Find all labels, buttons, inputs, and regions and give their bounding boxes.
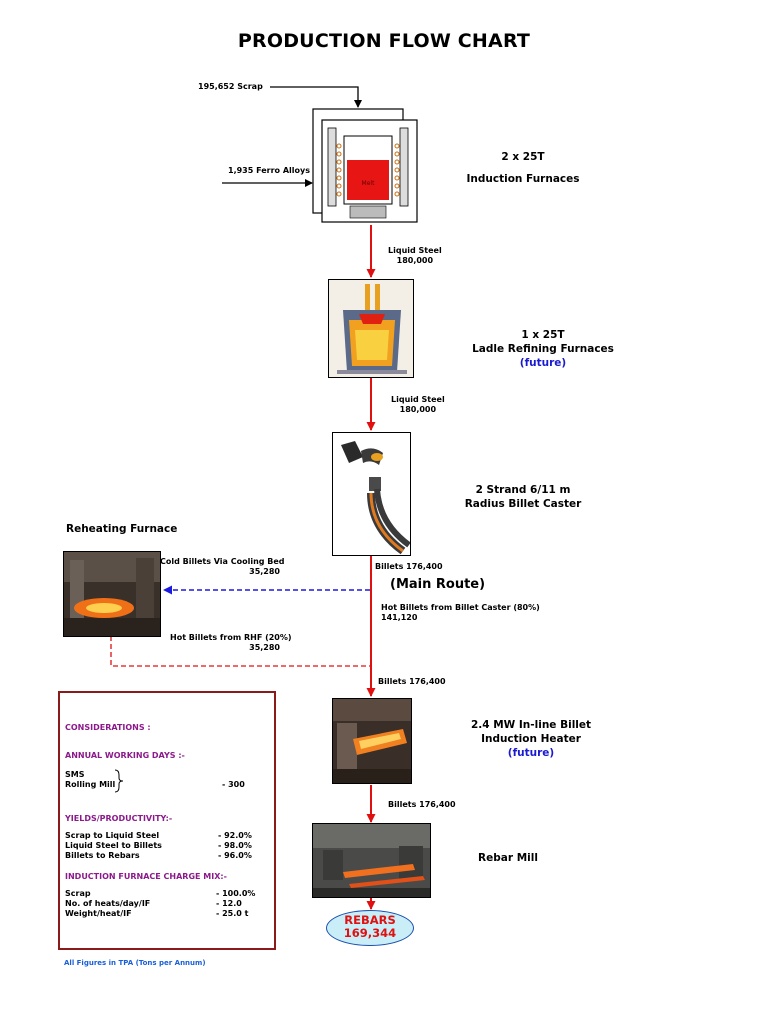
units-footnote: All Figures in TPA (Tons per Annum) [64,959,206,967]
yield-row-value: - 98.0% [218,841,252,850]
induction-furnaces-title: 2 x 25T Induction Furnaces [448,150,598,186]
rebars-output-value: 169,344 [343,926,397,940]
cold-billets-flow: Cold Billets Via Cooling Bed 35,280 [160,557,285,577]
induction-furnace-image: Melt [312,108,420,224]
charge-mix-row-label: No. of heats/day/IF [65,899,151,908]
hot-billets-rhf-flow: Hot Billets from RHF (20%) 35,280 [170,633,292,653]
charge-mix-row-value: - 25.0 t [216,909,249,918]
ladle-future-label: (future) [519,357,567,369]
rebars-output-label: REBARS [344,913,396,927]
cold-billets-value: 35,280 [249,567,280,576]
yield-row-label: Billets to Rebars [65,851,140,860]
induction-heater-title: 2.4 MW In-line Billet Induction Heater (… [446,718,616,760]
rebars-output: REBARS 169,344 [326,910,414,946]
yield-row-label: Liquid Steel to Billets [65,841,162,850]
billets-heater-in-label: Billets 176,400 [378,677,446,686]
billets-mill-in-label: Billets 176,400 [388,800,456,809]
working-days-item-rolling-mill: Rolling Mill [65,780,116,789]
yield-row-value: - 92.0% [218,831,252,840]
induction-furnaces-line1: 2 x 25T [501,151,545,163]
liquid-steel-flow-2: Liquid Steel 180,000 [391,395,445,415]
ladle-refining-title: 1 x 25T Ladle Refining Furnaces (future) [458,328,628,370]
ladle-line1: 1 x 25T [521,329,565,341]
scrap-input-label: 195,652 Scrap [198,82,263,91]
page-title: PRODUCTION FLOW CHART [237,30,531,52]
working-days-value: - 300 [222,780,245,789]
heater-future-label: (future) [507,747,555,759]
charge-mix-row-label: Scrap [65,889,91,898]
caster-line2: Radius Billet Caster [464,498,582,510]
induction-furnaces-line2: Induction Furnaces [466,173,580,185]
reheating-furnace-title: Reheating Furnace [66,523,178,535]
charge-mix-row-value: - 12.0 [216,899,242,908]
charge-mix-row-label: Weight/heat/IF [65,909,132,918]
ladle-furnace-image [328,279,414,378]
charge-mix-heading: INDUCTION FURNACE CHARGE MIX:- [65,872,227,881]
working-days-item-sms: SMS [65,770,85,779]
liquid-steel-2-value: 180,000 [399,405,437,414]
hot-billets-rhf-line [110,636,370,667]
liquid-steel-flow-1: Liquid Steel 180,000 [388,246,442,266]
considerations-heading: CONSIDERATIONS : [65,723,151,732]
scrap-arrow [270,86,362,108]
charge-mix-row-value: - 100.0% [216,889,256,898]
considerations-box: CONSIDERATIONS : ANNUAL WORKING DAYS :- … [58,691,276,950]
cold-billets-label: Cold Billets Via Cooling Bed [160,557,285,566]
hot-billets-caster-label: Hot Billets from Billet Caster (80%) [381,603,540,612]
ferro-alloys-label: 1,935 Ferro Alloys [228,166,310,175]
rebar-mill-image [312,823,431,898]
heater-line2: Induction Heater [481,733,581,745]
hot-billets-caster-flow: Hot Billets from Billet Caster (80%) 141… [381,603,540,623]
reheating-furnace-image [63,551,161,637]
rebar-mill-title: Rebar Mill [478,852,538,864]
hot-billets-rhf-label: Hot Billets from RHF (20%) [170,633,292,642]
billets-caster-label: Billets 176,400 [375,562,443,571]
ladle-line2: Ladle Refining Furnaces [472,343,614,355]
furnace-melt-label: Melt [361,180,375,187]
working-days-heading: ANNUAL WORKING DAYS :- [65,751,185,760]
caster-line1: 2 Strand 6/11 m [475,484,571,496]
hot-billets-caster-value: 141,120 [381,613,418,622]
liquid-steel-2-label: Liquid Steel [391,395,445,404]
billet-caster-image [332,432,411,556]
liquid-steel-1-label: Liquid Steel [388,246,442,255]
main-route-label: (Main Route) [390,577,486,592]
yields-heading: YIELDS/PRODUCTIVITY:- [65,814,173,823]
induction-heater-image [332,698,412,784]
liquid-steel-1-value: 180,000 [396,256,434,265]
hot-billets-rhf-value: 35,280 [249,643,280,652]
billet-caster-title: 2 Strand 6/11 m Radius Billet Caster [448,483,598,511]
heater-line1: 2.4 MW In-line Billet [470,719,592,731]
yield-row-label: Scrap to Liquid Steel [65,831,160,840]
working-days-brace [114,769,124,793]
yield-row-value: - 96.0% [218,851,252,860]
